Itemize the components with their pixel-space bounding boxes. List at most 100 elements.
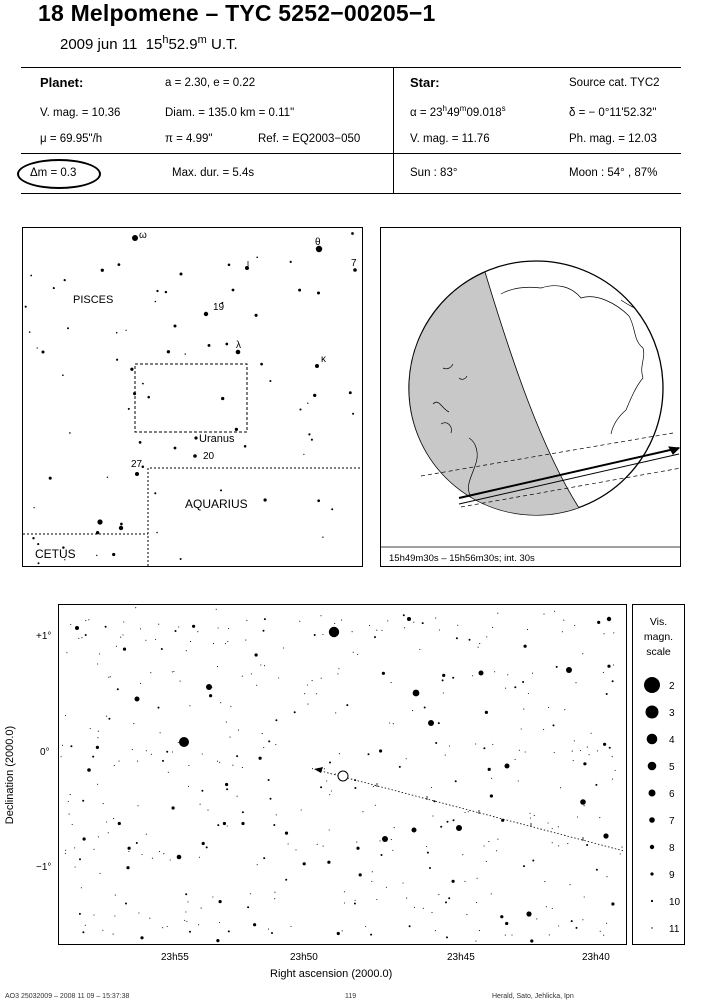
chart-star <box>263 618 266 621</box>
legend-symbol <box>644 677 660 693</box>
y-axis-label: Declination (2000.0) <box>4 725 16 825</box>
chart-star <box>575 926 578 929</box>
skymap-star <box>289 260 292 263</box>
chart-star <box>442 692 444 694</box>
y-tick-plus1: +1° <box>36 631 52 642</box>
chart-star <box>380 854 383 856</box>
chart-star <box>293 711 296 714</box>
event-date: 2009 jun 11 <box>60 36 138 53</box>
chart-star <box>476 877 478 879</box>
chart-star <box>354 787 357 789</box>
chart-star <box>108 717 111 720</box>
chart-star <box>532 859 535 862</box>
legend-mag-label: 5 <box>669 762 675 773</box>
chart-star <box>544 881 546 883</box>
chart-star <box>185 911 187 913</box>
chart-star <box>87 768 91 772</box>
chart-star <box>197 631 199 633</box>
chart-star <box>150 672 152 674</box>
skymap-star <box>221 396 225 401</box>
chart-star <box>442 673 446 677</box>
chart-star <box>219 921 221 924</box>
chart-star <box>263 747 265 749</box>
chart-star <box>198 856 200 858</box>
star-label-kappa: κ <box>321 354 327 365</box>
legend-symbol <box>645 705 659 719</box>
star-label-7: 7 <box>351 258 357 269</box>
chart-star <box>488 841 490 843</box>
chart-star <box>302 862 306 866</box>
chart-star <box>311 680 313 682</box>
max-duration: Max. dur. = 5.4s <box>172 167 255 179</box>
skymap-star <box>96 554 98 557</box>
chart-star <box>547 706 550 709</box>
chart-star <box>271 932 273 934</box>
chart-star <box>68 813 70 815</box>
chart-star <box>475 901 478 904</box>
chart-star <box>446 936 448 939</box>
chart-star <box>419 648 421 651</box>
skymap-star <box>30 274 33 277</box>
chart-star <box>160 648 163 650</box>
chart-star <box>597 750 599 752</box>
chart-star <box>215 608 217 610</box>
chart-star <box>274 898 276 900</box>
chart-star <box>300 809 302 811</box>
skymap-canvas: PISCES AQUARIUS CETUS ω θ ι 7 19 λ κ 27 … <box>23 230 362 566</box>
chart-star <box>370 933 373 936</box>
skymap-star <box>154 492 157 495</box>
shadow-path <box>420 432 680 508</box>
chart-star <box>311 768 314 770</box>
chart-star <box>452 819 455 822</box>
chart-star <box>526 629 529 631</box>
chart-star <box>505 921 509 926</box>
chart-star <box>437 722 440 725</box>
chart-star <box>212 896 214 898</box>
chart-star <box>597 620 601 624</box>
skymap-star <box>48 476 52 480</box>
chart-star <box>198 924 200 926</box>
chart-star <box>295 849 297 851</box>
chart-star <box>559 787 562 789</box>
skymap-star <box>32 537 35 540</box>
chart-star <box>570 920 573 923</box>
asteroid-track <box>314 767 625 852</box>
chart-star <box>379 749 383 753</box>
chart-star <box>356 841 358 843</box>
skymap-star <box>135 472 139 476</box>
uranus-label: Uranus <box>199 433 235 445</box>
skymap-star <box>317 499 321 503</box>
skymap-star <box>37 562 40 565</box>
chart-star <box>275 743 277 746</box>
chart-star <box>599 817 601 819</box>
delta-mag: Δm = 0.3 <box>30 167 77 179</box>
chart-star <box>278 677 280 679</box>
chart-star <box>533 814 535 816</box>
chart-star <box>484 710 488 714</box>
chart-star <box>269 797 272 800</box>
chart-star <box>88 619 90 621</box>
chart-star <box>497 838 499 840</box>
skymap-star <box>315 245 323 253</box>
chart-star <box>173 670 175 673</box>
chart-star <box>109 676 111 678</box>
chart-star <box>78 637 80 639</box>
chart-star <box>67 800 69 803</box>
chart-star <box>104 625 107 628</box>
chart-star <box>139 682 142 684</box>
star-chart <box>58 604 627 945</box>
chart-star <box>337 673 339 675</box>
skymap-star <box>33 506 35 509</box>
chart-star <box>174 630 177 632</box>
chart-star <box>225 721 227 723</box>
chart-star <box>82 837 86 841</box>
chart-star <box>472 675 474 677</box>
chart-star <box>218 900 222 904</box>
star-label-omega: ω <box>139 230 147 241</box>
chart-star <box>137 805 139 807</box>
chart-star <box>496 850 498 852</box>
chart-star <box>282 647 284 649</box>
chart-star <box>456 825 462 831</box>
chart-star <box>381 629 383 631</box>
